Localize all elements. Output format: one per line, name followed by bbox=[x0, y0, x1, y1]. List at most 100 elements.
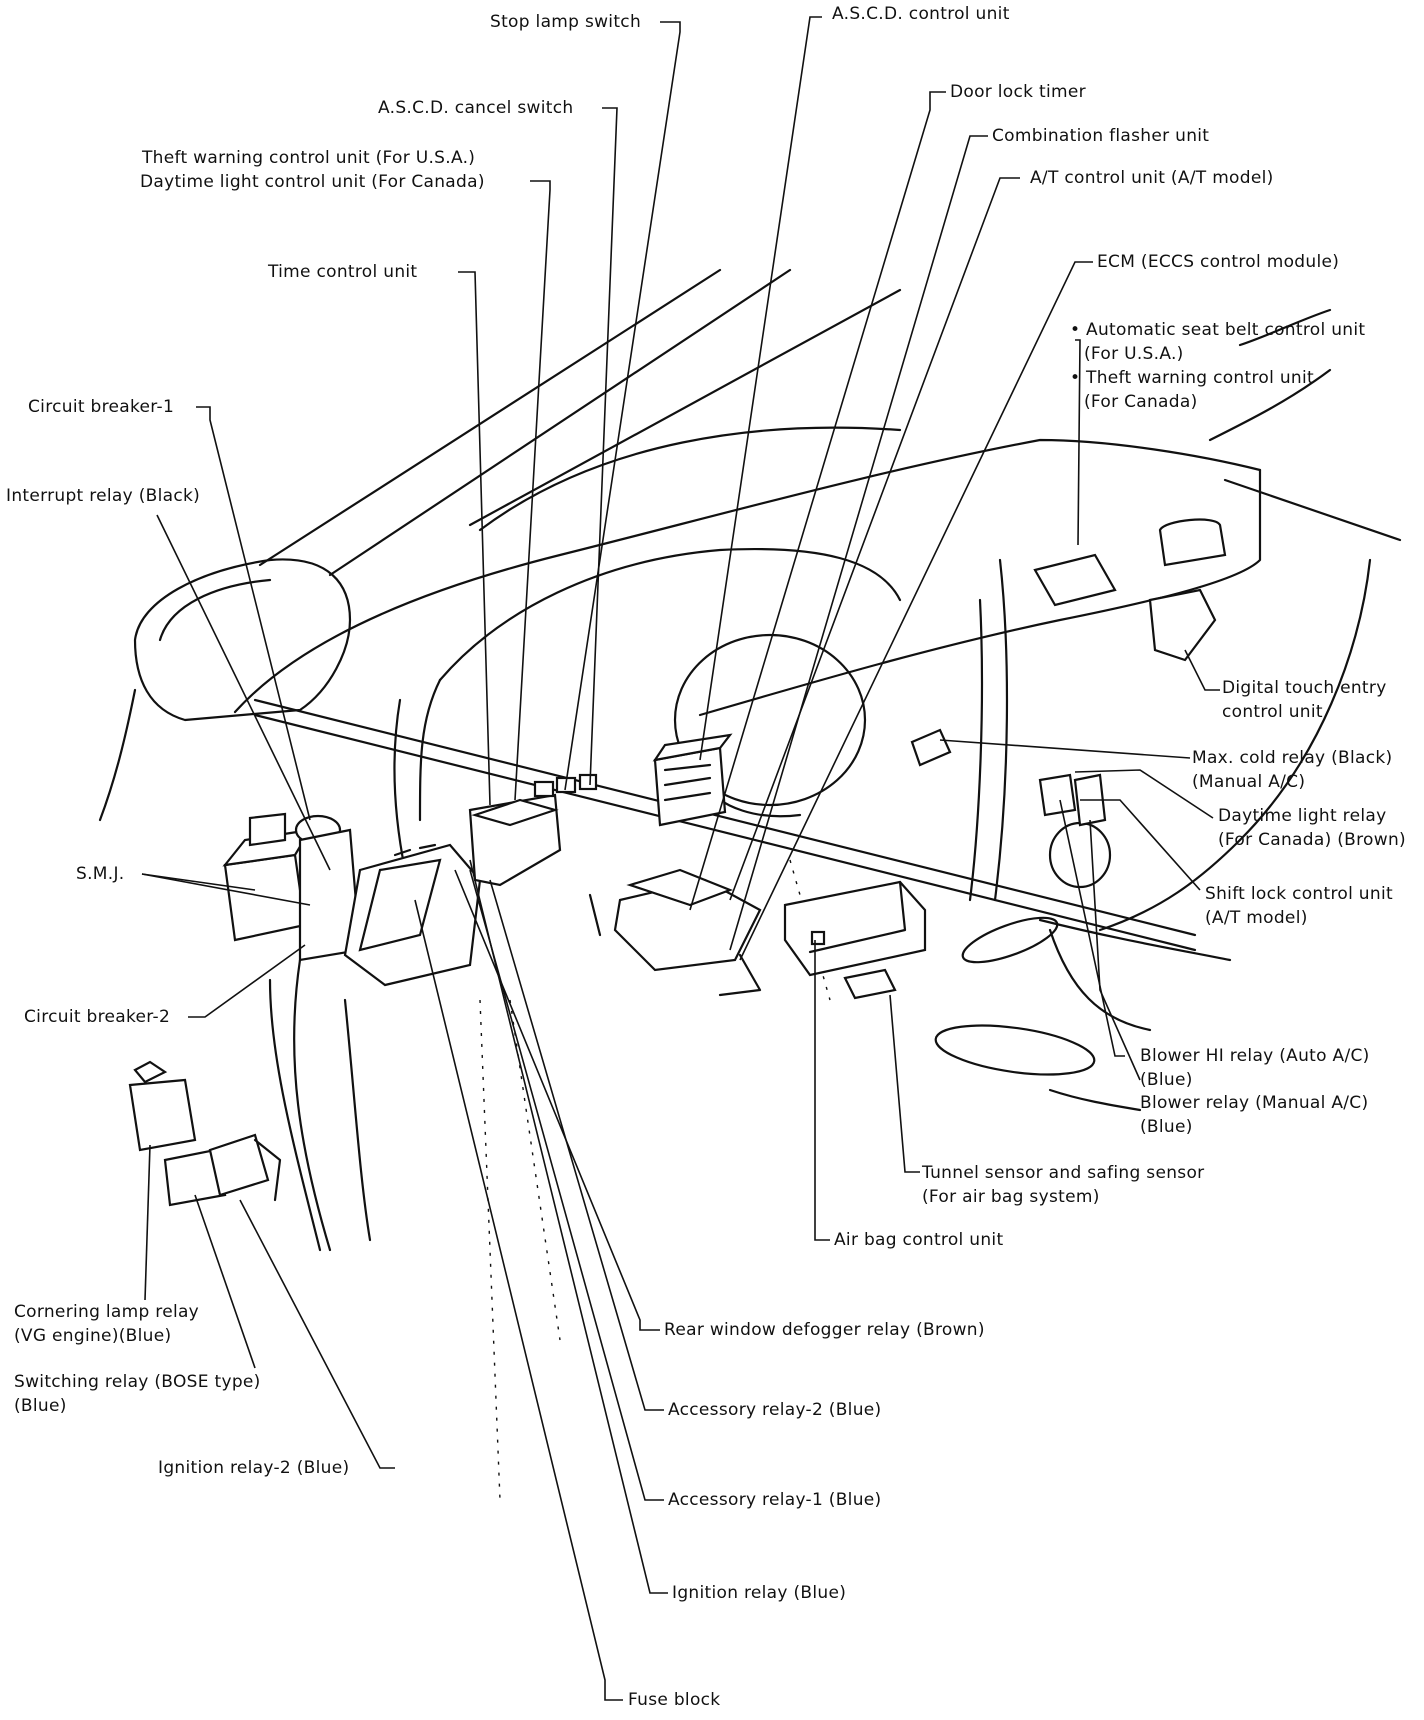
leader-interrupt-relay bbox=[156, 514, 331, 871]
label-circuit-breaker-2: Circuit breaker-2 bbox=[24, 1007, 171, 1027]
leader-fuse-block bbox=[414, 899, 623, 1701]
label-daytime-light-canada: Daytime light control unit (For Canada) bbox=[140, 172, 485, 192]
leader-circuit-breaker-2 bbox=[188, 944, 306, 1018]
leader-blower-relay bbox=[1089, 819, 1141, 1081]
max-cold-relay bbox=[910, 728, 952, 767]
leader-smj-2 bbox=[141, 873, 311, 906]
label-switching-relay: Switching relay (BOSE type) (Blue) bbox=[14, 1370, 261, 1418]
fuse-block bbox=[343, 843, 482, 987]
label-digital-touch-entry: Digital touch entry control unit bbox=[1222, 676, 1387, 724]
label-switching-relay-line-1: Switching relay (BOSE type) bbox=[14, 1372, 261, 1392]
label-switching-relay-line-2: (Blue) bbox=[14, 1396, 67, 1416]
label-auto-seat-belt-line-1: • Automatic seat belt control unit bbox=[1070, 320, 1366, 340]
label-digital-touch-entry-line-1: Digital touch entry bbox=[1222, 678, 1387, 698]
leader-combination-flasher bbox=[729, 135, 988, 951]
leader-ignition-relay bbox=[469, 859, 668, 1594]
leader-air-bag-control-unit bbox=[814, 940, 830, 1241]
leader-accessory-relay-1 bbox=[469, 869, 664, 1501]
label-ascd-cancel-switch: A.S.C.D. cancel switch bbox=[378, 98, 574, 118]
label-daytime-light-relay-line-2: (For Canada) (Brown) bbox=[1218, 830, 1406, 850]
leader-ascd-cancel-switch bbox=[589, 107, 618, 786]
components bbox=[128, 518, 1227, 1207]
digital-touch-entry-unit bbox=[1148, 588, 1217, 662]
label-max-cold-relay-line-1: Max. cold relay (Black) bbox=[1192, 748, 1393, 768]
leader-door-lock-timer bbox=[689, 91, 946, 911]
ascd-cancel-switch bbox=[578, 773, 598, 791]
label-interrupt-relay: Interrupt relay (Black) bbox=[6, 486, 201, 506]
dashboard-art bbox=[98, 268, 1402, 1501]
leader-tunnel-sensor bbox=[889, 994, 920, 1173]
label-combination-flasher-unit: Combination flasher unit bbox=[992, 126, 1210, 146]
label-tunnel-sensor-line-2: (For air bag system) bbox=[922, 1187, 1100, 1207]
label-shift-lock-line-2: (A/T model) bbox=[1205, 908, 1308, 928]
leader-circuit-breaker-1 bbox=[196, 406, 311, 821]
label-blower-hi-relay: Blower HI relay (Auto A/C) (Blue) bbox=[1140, 1044, 1370, 1092]
label-ascd-control-unit: A.S.C.D. control unit bbox=[832, 4, 1010, 24]
label-shift-lock-line-1: Shift lock control unit bbox=[1205, 884, 1393, 904]
leader-auto-seat-belt bbox=[1075, 339, 1081, 546]
leader-cornering-lamp-relay bbox=[144, 1144, 151, 1301]
label-ecm: ECM (ECCS control module) bbox=[1097, 252, 1340, 272]
label-blower-relay-line-2: (Blue) bbox=[1140, 1117, 1193, 1137]
label-daytime-light-relay: Daytime light relay (For Canada) (Brown) bbox=[1218, 804, 1406, 852]
label-tunnel-sensor: Tunnel sensor and safing sensor (For air… bbox=[922, 1161, 1204, 1209]
leader-max-cold-relay bbox=[939, 739, 1191, 759]
leader-time-control-unit bbox=[458, 271, 491, 806]
leader-stop-lamp-switch bbox=[564, 21, 681, 791]
label-cornering-lamp-relay: Cornering lamp relay (VG engine)(Blue) bbox=[14, 1300, 199, 1348]
label-accessory-relay-1: Accessory relay-1 (Blue) bbox=[668, 1490, 882, 1510]
leader-theft-warning-usa bbox=[514, 180, 551, 801]
label-circuit-breaker-1: Circuit breaker-1 bbox=[28, 397, 175, 417]
label-ignition-relay: Ignition relay (Blue) bbox=[672, 1583, 847, 1603]
leader-blower-hi-relay bbox=[1059, 799, 1125, 1057]
label-ignition-relay-2: Ignition relay-2 (Blue) bbox=[158, 1458, 350, 1478]
label-air-bag-control-unit: Air bag control unit bbox=[834, 1230, 1004, 1250]
leader-lines bbox=[141, 16, 1220, 1701]
label-theft-warning-usa: Theft warning control unit (For U.S.A.) bbox=[142, 148, 476, 168]
relay-cluster-lower-left bbox=[128, 1060, 282, 1207]
leader-shift-lock bbox=[1080, 799, 1201, 891]
label-blower-relay: Blower relay (Manual A/C) (Blue) bbox=[1140, 1091, 1368, 1139]
label-cornering-lamp-relay-line-1: Cornering lamp relay bbox=[14, 1302, 200, 1322]
label-digital-touch-entry-line-2: control unit bbox=[1222, 702, 1323, 722]
leader-ascd-control-unit bbox=[699, 16, 822, 761]
label-rear-window-defogger-relay: Rear window defogger relay (Brown) bbox=[664, 1320, 985, 1340]
label-stop-lamp-switch: Stop lamp switch bbox=[490, 12, 642, 32]
accessory-relay bbox=[533, 780, 555, 798]
ascd-control-unit bbox=[652, 733, 733, 827]
leader-rear-window-defogger bbox=[454, 869, 660, 1331]
label-theft-warning-canada-line-1: • Theft warning control unit bbox=[1070, 368, 1314, 388]
label-smj: S.M.J. bbox=[76, 864, 125, 884]
label-max-cold-relay-line-2: (Manual A/C) bbox=[1192, 772, 1306, 792]
leader-switching-relay bbox=[194, 1194, 256, 1369]
leader-accessory-relay-2 bbox=[489, 879, 664, 1411]
ecm-unit bbox=[588, 868, 762, 997]
label-auto-seat-belt-line-2: (For U.S.A.) bbox=[1084, 344, 1184, 364]
daytime-light-relay bbox=[1038, 773, 1077, 817]
label-accessory-relay-2: Accessory relay-2 (Blue) bbox=[668, 1400, 882, 1420]
label-door-lock-timer: Door lock timer bbox=[950, 82, 1086, 102]
air-bag-control-unit bbox=[783, 880, 927, 977]
leader-digital-touch-entry bbox=[1184, 649, 1220, 691]
label-tunnel-sensor-line-1: Tunnel sensor and safing sensor bbox=[922, 1163, 1205, 1183]
auto-seat-belt-unit bbox=[1158, 518, 1227, 567]
ecm-box bbox=[1033, 553, 1117, 607]
label-time-control-unit: Time control unit bbox=[268, 262, 418, 282]
leader-at-control-unit bbox=[729, 177, 1020, 901]
label-at-control-unit: A/T control unit (A/T model) bbox=[1030, 168, 1274, 188]
label-shift-lock: Shift lock control unit (A/T model) bbox=[1205, 882, 1393, 930]
leader-daytime-light-relay bbox=[1074, 769, 1214, 819]
label-max-cold-relay: Max. cold relay (Black) (Manual A/C) bbox=[1192, 746, 1392, 794]
label-auto-seat-belt: • Automatic seat belt control unit (For … bbox=[1070, 318, 1365, 414]
label-blower-relay-line-1: Blower relay (Manual A/C) bbox=[1140, 1093, 1369, 1113]
label-cornering-lamp-relay-line-2: (VG engine)(Blue) bbox=[14, 1326, 172, 1346]
label-fuse-block: Fuse block bbox=[628, 1690, 721, 1710]
label-theft-warning-canada-line-2: (For Canada) bbox=[1084, 392, 1198, 412]
label-blower-hi-relay-line-2: (Blue) bbox=[1140, 1070, 1193, 1090]
leader-ignition-relay-2 bbox=[239, 1199, 395, 1469]
label-blower-hi-relay-line-1: Blower HI relay (Auto A/C) bbox=[1140, 1046, 1370, 1066]
tunnel-sensor bbox=[843, 968, 897, 1000]
label-daytime-light-relay-line-1: Daytime light relay bbox=[1218, 806, 1387, 826]
leader-ecm bbox=[739, 261, 1093, 961]
